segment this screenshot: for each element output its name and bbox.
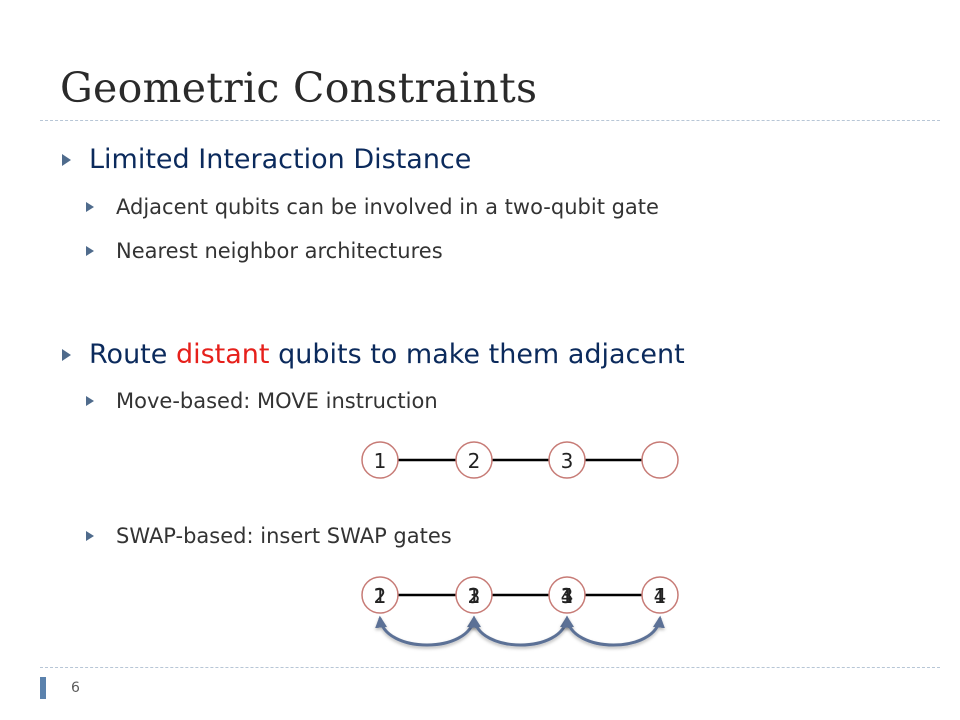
triangle-bullet-icon xyxy=(62,349,71,361)
qubit-label: 2 xyxy=(468,449,481,473)
bullet-text: Nearest neighbor architectures xyxy=(116,239,443,263)
bullet-route-distant: Route distant qubits to make them adjace… xyxy=(62,338,685,372)
footer-accent-bar xyxy=(40,677,46,699)
swap-arrow xyxy=(562,615,665,647)
swap-label: 3 xyxy=(561,584,574,608)
qubit-node-empty xyxy=(641,441,679,479)
swap-label: 1 xyxy=(561,584,574,608)
triangle-bullet-icon xyxy=(86,246,94,256)
bullet-text: Move-based: MOVE instruction xyxy=(116,389,438,413)
qubit-node xyxy=(361,441,399,479)
bullet-text: Limited Interaction Distance xyxy=(89,144,472,175)
qubit-node xyxy=(548,441,586,479)
highlight-word: distant xyxy=(175,339,270,370)
swap-label: 4 xyxy=(654,584,667,608)
swap-label: 2 xyxy=(468,584,481,608)
swap-label: 1 xyxy=(654,584,667,608)
bullet-limited-interaction: Limited Interaction Distance xyxy=(62,143,471,177)
swap-label: 2 xyxy=(374,584,387,608)
swap-diagram: 1 2 1 2 3 1 3 4 1 4 xyxy=(361,576,679,647)
triangle-bullet-icon xyxy=(86,202,94,212)
qubit-label: 1 xyxy=(374,449,387,473)
move-diagram: 1 2 3 xyxy=(361,441,679,479)
qubit-node xyxy=(548,576,586,614)
sub-bullet-move-based: Move-based: MOVE instruction xyxy=(86,387,438,415)
route-suffix: qubits to make them adjacent xyxy=(269,339,685,370)
swap-label: 3 xyxy=(468,584,481,608)
swap-arrow xyxy=(375,615,479,647)
bullet-text: Route distant qubits to make them adjace… xyxy=(89,339,685,370)
title-divider xyxy=(40,120,940,121)
triangle-bullet-icon xyxy=(86,531,94,541)
route-prefix: Route xyxy=(89,339,176,370)
swap-label: 1 xyxy=(374,584,387,608)
triangle-bullet-icon xyxy=(62,154,71,166)
swap-label: 4 xyxy=(561,584,574,608)
bullet-text: SWAP-based: insert SWAP gates xyxy=(116,524,452,548)
qubit-node xyxy=(455,441,493,479)
page-number: 6 xyxy=(71,680,80,696)
swap-label: 1 xyxy=(468,584,481,608)
bullet-text: Adjacent qubits can be involved in a two… xyxy=(116,195,659,219)
qubit-node xyxy=(641,576,679,614)
qubit-node xyxy=(455,576,493,614)
triangle-bullet-icon xyxy=(86,396,94,406)
swap-arrow xyxy=(469,615,572,647)
qubit-node xyxy=(361,576,399,614)
sub-bullet-swap-based: SWAP-based: insert SWAP gates xyxy=(86,522,452,550)
sub-bullet-nearest-neighbor: Nearest neighbor architectures xyxy=(86,237,443,265)
qubit-label: 3 xyxy=(561,449,574,473)
slide-title: Geometric Constraints xyxy=(60,64,538,112)
footer-divider xyxy=(40,667,940,668)
sub-bullet-adjacent-qubits: Adjacent qubits can be involved in a two… xyxy=(86,193,659,221)
